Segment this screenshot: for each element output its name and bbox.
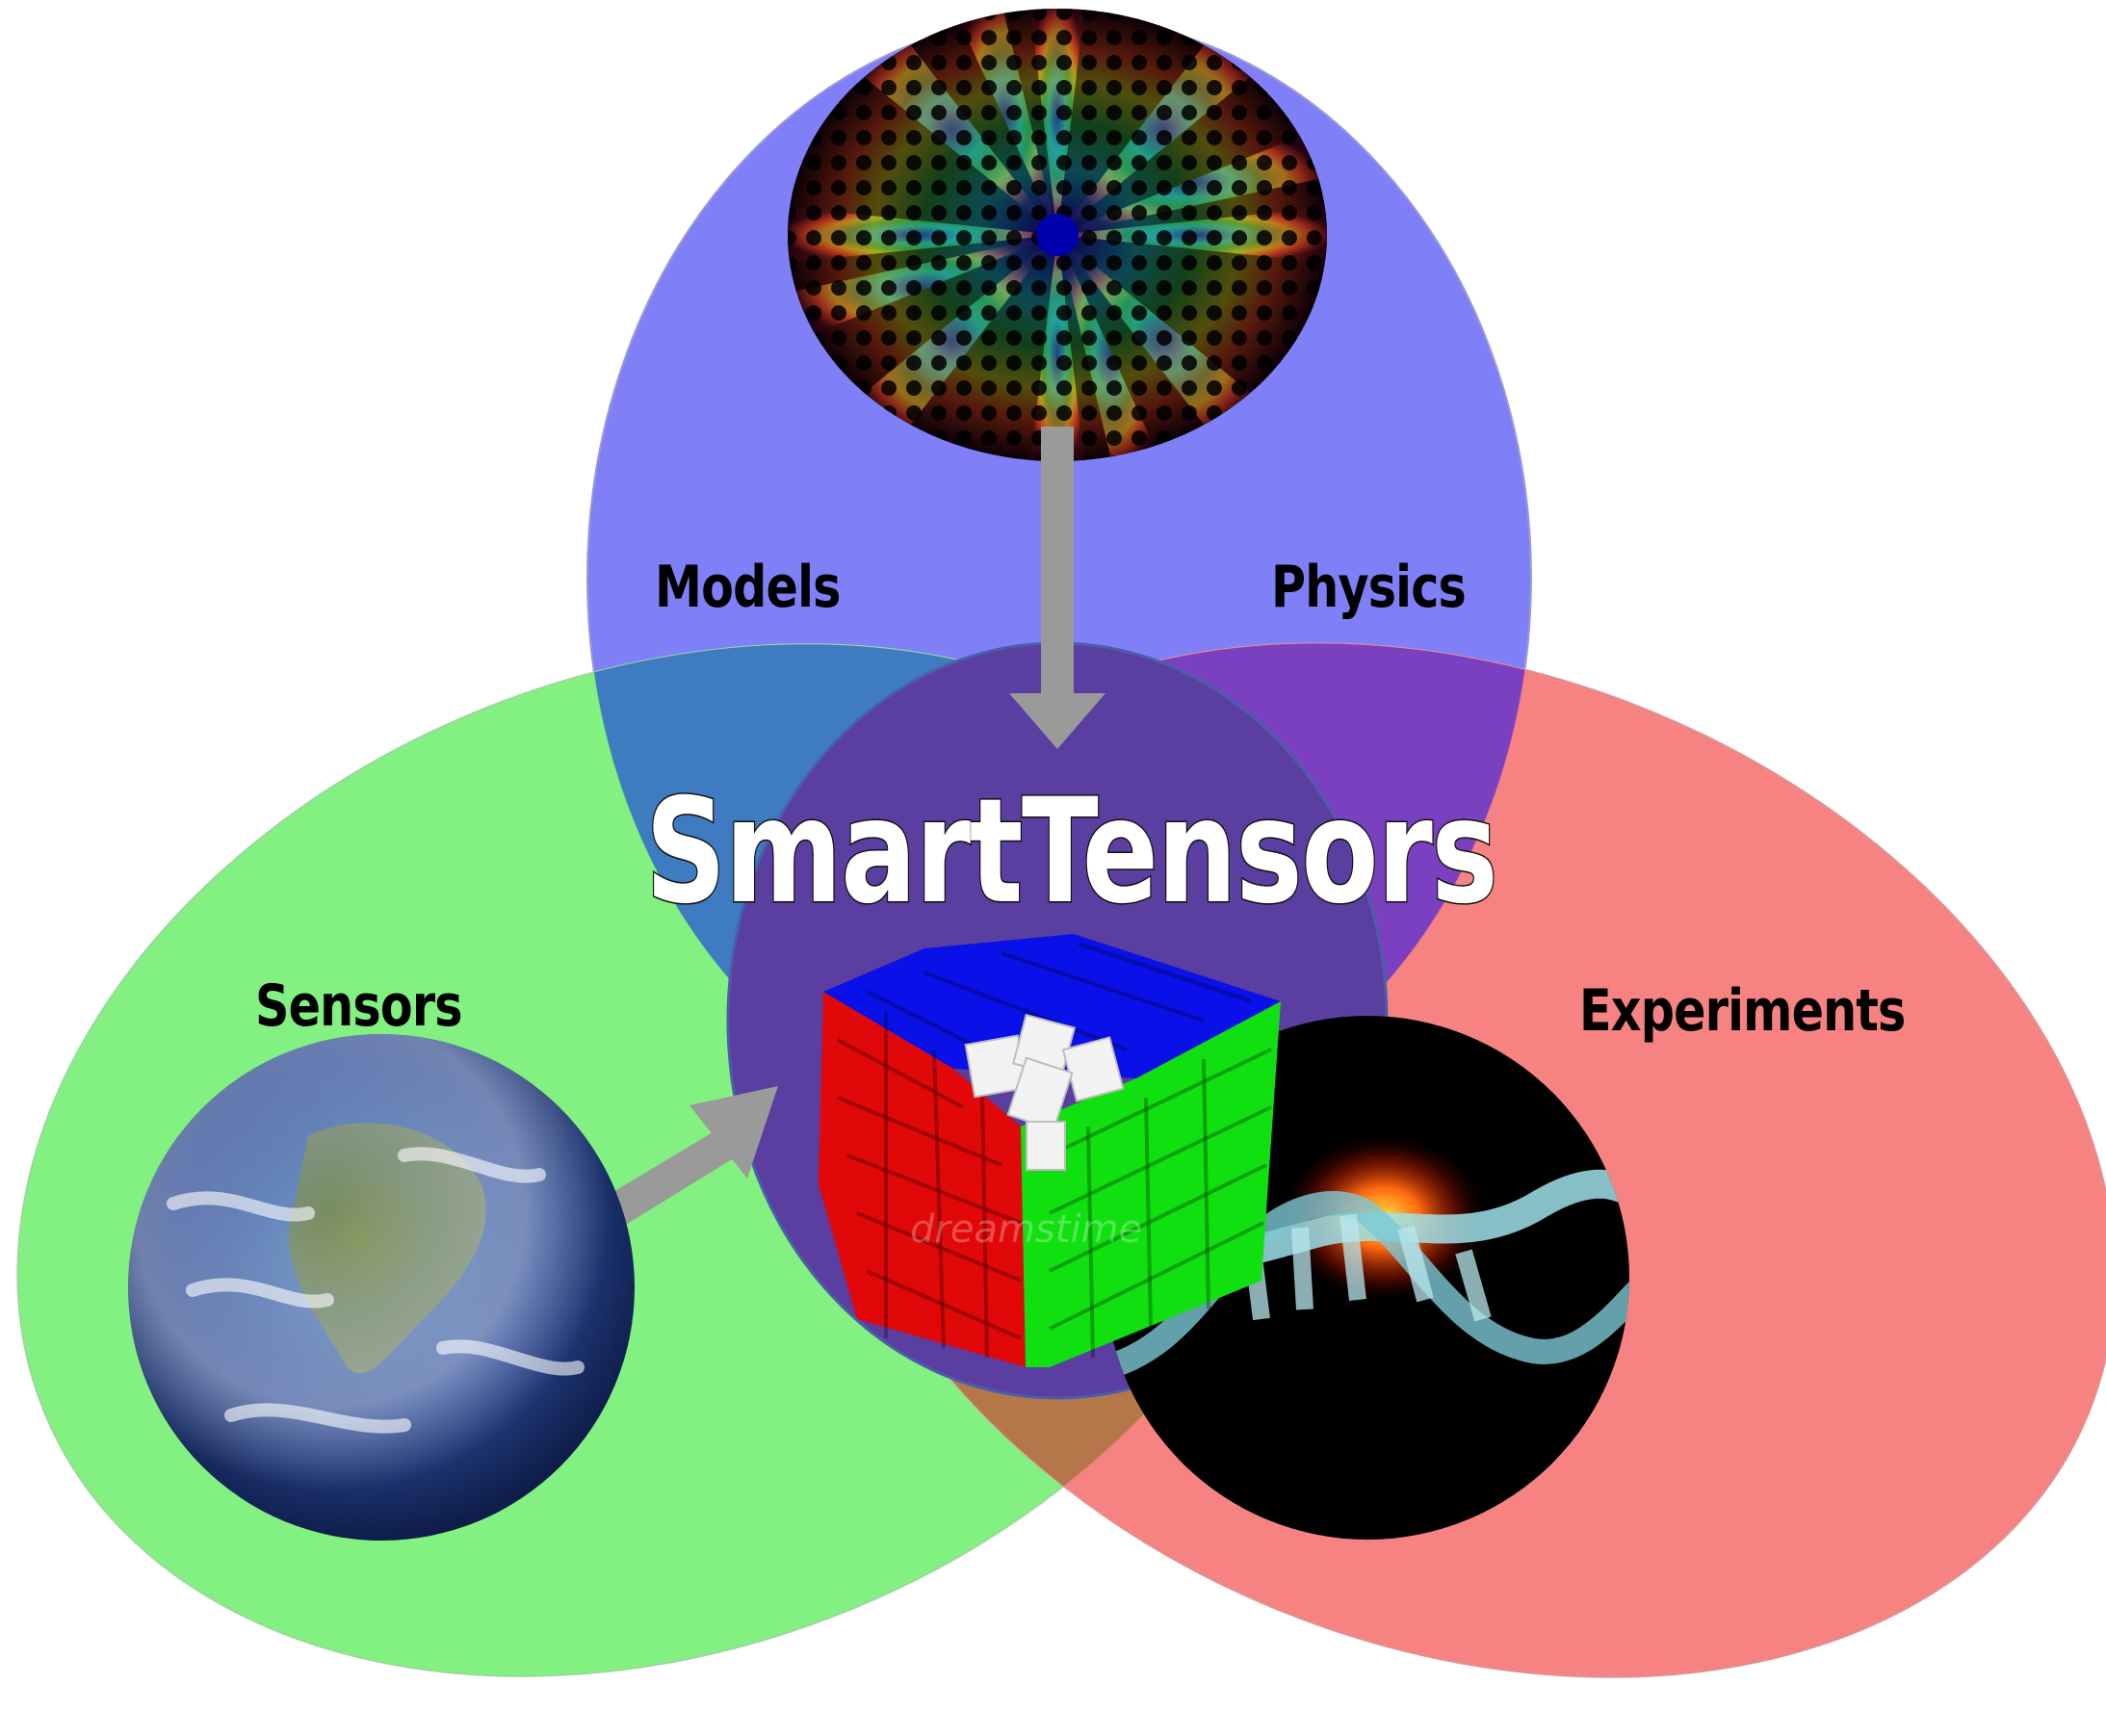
label-physics: Physics [1271,554,1467,621]
arrow-models-to-center [1009,427,1105,749]
diagram-title: SmartTensors [644,768,1499,936]
arrow-sensors-to-center [597,1086,778,1231]
label-models: Models [655,554,841,621]
earth-image [128,1034,635,1541]
watermark: dreamstime [910,1207,1142,1252]
label-experiments: Experiments [1579,977,1906,1045]
label-sensors: Sensors [255,972,463,1040]
tensor-cube-image: dreamstime [819,934,1281,1367]
physics-simulation-image [788,9,1327,461]
